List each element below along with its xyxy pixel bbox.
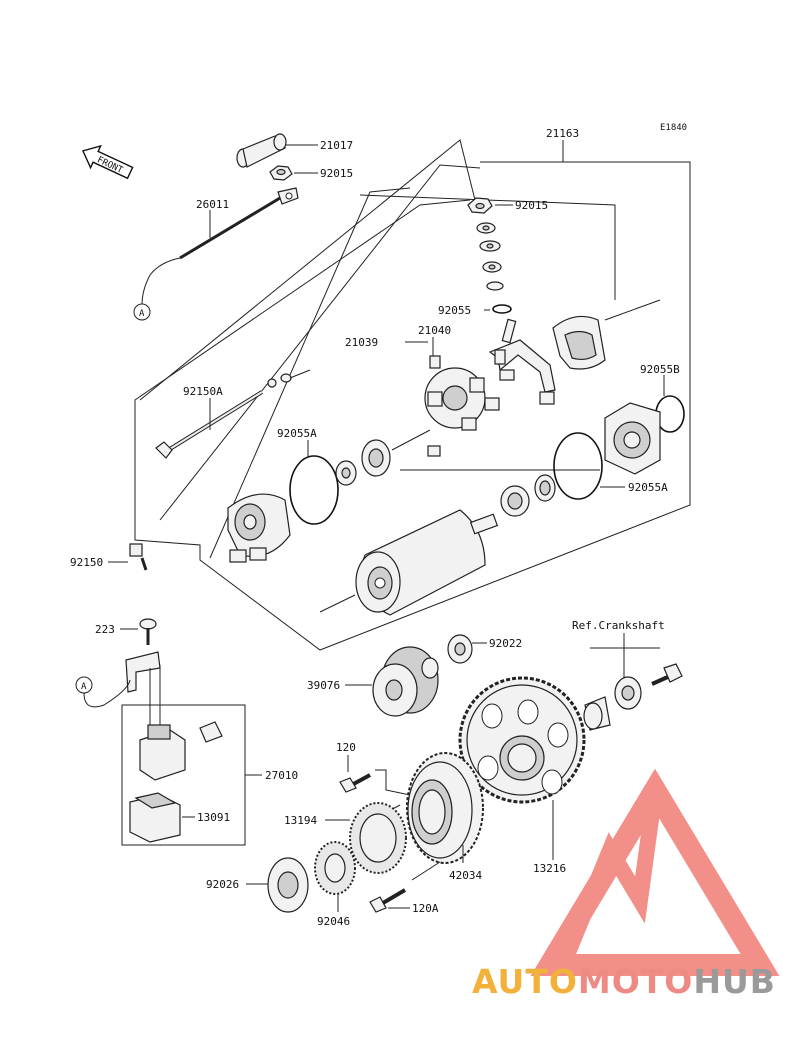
washer-92026 <box>267 857 309 913</box>
connector-a-bottom: A <box>81 682 87 692</box>
screw-223 <box>139 618 157 645</box>
brush-holder-21039 <box>424 355 500 457</box>
label-92026: 92026 <box>206 878 239 891</box>
cable-26011 <box>141 187 299 306</box>
rear-cover <box>604 402 661 475</box>
fuse <box>199 721 223 743</box>
bearings-left <box>335 439 391 486</box>
motor-yoke <box>355 509 499 616</box>
front-cover <box>227 493 291 563</box>
relay-cover-13091 <box>129 792 181 843</box>
needle-bearing-92046 <box>314 841 356 895</box>
label-13091: 13091 <box>197 811 230 824</box>
label-21017: 21017 <box>320 139 353 152</box>
label-26011: 26011 <box>196 198 229 211</box>
label-92015-top: 92015 <box>320 167 353 180</box>
label-92046: 92046 <box>317 915 350 928</box>
starter-gear-13216 <box>458 676 586 804</box>
label-21163: 21163 <box>546 127 579 140</box>
boot-21017 <box>236 133 287 168</box>
label-27010: 27010 <box>265 769 298 782</box>
relay <box>139 724 186 781</box>
oring-92055A-right <box>553 432 603 500</box>
label-13194: 13194 <box>284 814 317 827</box>
label-92055A-left: 92055A <box>277 427 317 440</box>
label-92015-stack: 92015 <box>515 199 548 212</box>
diagram-code: E1840 <box>660 123 687 133</box>
label-ref-crankshaft: Ref.Crankshaft <box>572 619 665 632</box>
crankshaft-collar <box>583 676 642 731</box>
label-92055A-right: 92055A <box>628 481 668 494</box>
idle-gear-39076 <box>372 646 439 717</box>
bolt-120 <box>339 773 371 793</box>
bearings-right <box>500 474 556 517</box>
label-120: 120 <box>336 741 356 754</box>
starter-clutch-42034 <box>406 752 484 864</box>
watermark-hub: HUB <box>693 962 776 1001</box>
label-120A: 120A <box>412 902 439 915</box>
relay-bracket <box>125 651 161 728</box>
watermark-text: AUTOMOTOHUB <box>472 962 800 1006</box>
brush-plate-21040 <box>488 318 556 405</box>
label-39076: 39076 <box>307 679 340 692</box>
label-92022: 92022 <box>489 637 522 650</box>
watermark-moto: MOTO <box>577 962 694 1001</box>
oring-92055A-left <box>289 455 339 525</box>
label-92150A: 92150A <box>183 385 223 398</box>
label-92055: 92055 <box>438 304 471 317</box>
label-21040: 21040 <box>418 324 451 337</box>
label-42034: 42034 <box>449 869 482 882</box>
bolt-120A <box>369 888 407 913</box>
label-13216: 13216 <box>533 862 566 875</box>
label-92150: 92150 <box>70 556 103 569</box>
label-92055B: 92055B <box>640 363 680 376</box>
label-21039: 21039 <box>345 336 378 349</box>
end-cover <box>552 315 606 370</box>
connector-a-top: A <box>139 309 145 319</box>
label-223: 223 <box>95 623 115 636</box>
bolt-92150A <box>155 373 292 459</box>
one-way-clutch-13194 <box>349 802 407 874</box>
crankshaft-bolt <box>651 663 683 686</box>
assembly-outline <box>134 161 691 651</box>
nut-92015-top <box>269 165 293 181</box>
bolt-92150 <box>129 543 148 571</box>
nut-92015-stack <box>467 197 512 314</box>
watermark-auto: AUTO <box>472 962 578 1001</box>
